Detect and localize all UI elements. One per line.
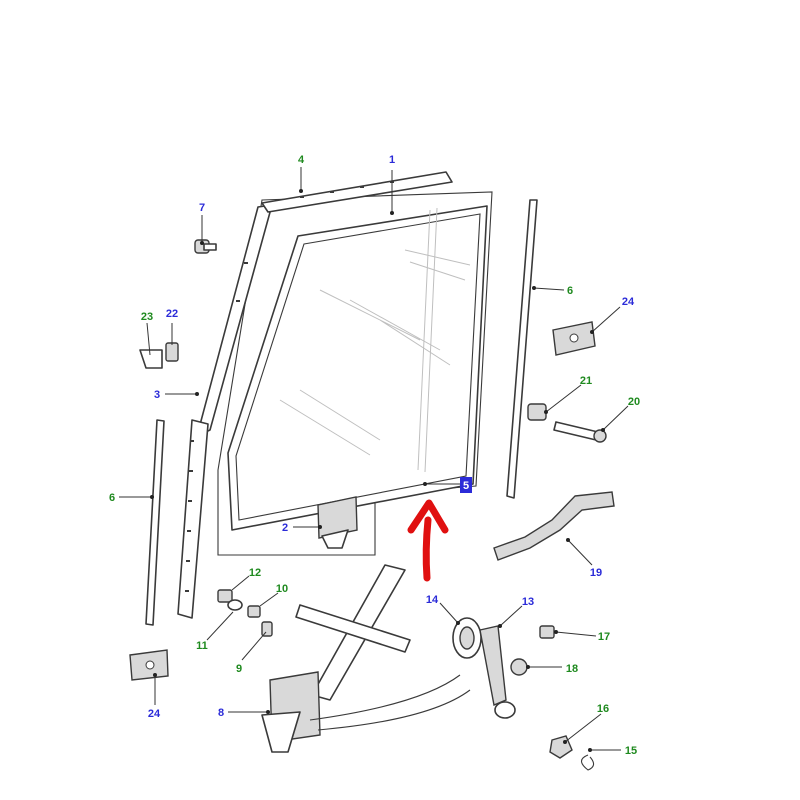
door-glass-pane	[227, 205, 488, 531]
callout-5: 5	[463, 480, 469, 492]
clip-22	[165, 342, 179, 362]
callout-11: 11	[196, 640, 208, 652]
callout-4: 4	[298, 154, 305, 166]
clip-23	[139, 349, 163, 369]
window-frame-lower-rail	[177, 419, 209, 619]
callout-2: 2	[282, 522, 288, 534]
callout-20: 20	[628, 396, 640, 408]
glass-assembly-outline	[217, 191, 493, 556]
callout-9: 9	[236, 663, 242, 675]
callout-3: 3	[154, 389, 160, 401]
glass-guide-block-foot	[321, 529, 349, 549]
nut-12	[217, 589, 233, 603]
knob-18	[510, 658, 528, 676]
callout-24-left: 24	[148, 708, 161, 720]
clip-15	[580, 754, 595, 771]
leader-dots	[150, 189, 605, 752]
callout-24-right: 24	[622, 296, 635, 308]
callout-14: 14	[426, 594, 439, 606]
washer-11	[227, 599, 243, 611]
callout-6-right: 6	[567, 285, 573, 297]
bolt-7	[194, 239, 217, 254]
interior-handle-19	[493, 491, 615, 561]
callout-13: 13	[522, 596, 534, 608]
window-regulator-8	[261, 564, 471, 753]
callout-15: 15	[625, 745, 637, 757]
callout-1: 1	[389, 154, 395, 166]
callout-23: 23	[141, 311, 153, 323]
screw-17	[539, 625, 555, 639]
glass-vertical-channel	[417, 207, 438, 473]
nut-21	[527, 403, 547, 421]
callout-7: 7	[199, 202, 205, 214]
glass-reflection-lines	[279, 249, 471, 456]
callout-16: 16	[597, 703, 609, 715]
nut-10	[247, 605, 261, 618]
callout-22: 22	[166, 308, 178, 320]
frame-rail-holes	[185, 262, 248, 592]
rear-run-channel	[506, 199, 538, 499]
callout-17: 17	[598, 631, 610, 643]
screw-20	[553, 421, 607, 443]
winder-handle-13	[452, 617, 516, 719]
leader-lines	[119, 167, 629, 751]
top-glass-channel	[261, 171, 453, 213]
front-run-channel	[145, 419, 165, 626]
red-pointer-arrow	[407, 499, 449, 582]
screw-9	[261, 621, 273, 637]
callout-8: 8	[218, 707, 224, 719]
callout-12: 12	[249, 567, 261, 579]
callout-18: 18	[566, 663, 578, 675]
callout-10: 10	[276, 583, 288, 595]
callout-5-box	[460, 477, 472, 493]
callout-21: 21	[580, 375, 592, 387]
callout-6-left: 6	[109, 492, 115, 504]
callout-19: 19	[590, 567, 602, 579]
